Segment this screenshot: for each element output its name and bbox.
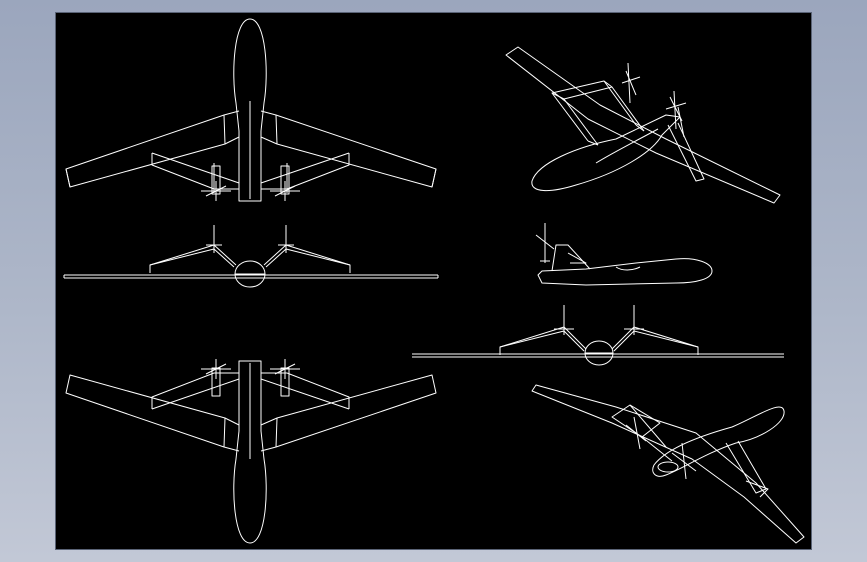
rear-propeller-right bbox=[624, 305, 644, 335]
bottom-view bbox=[66, 359, 436, 543]
rear-propeller-left bbox=[554, 305, 574, 335]
right-tail-boom-bottom bbox=[261, 373, 349, 409]
left-wing bbox=[66, 111, 239, 187]
side-nacelle bbox=[616, 267, 640, 270]
wing-span-line bbox=[64, 275, 438, 278]
iso2-fuselage bbox=[653, 407, 784, 476]
left-tail-boom-bottom bbox=[152, 373, 239, 409]
iso-tail-box bbox=[552, 81, 612, 99]
iso-wing bbox=[506, 47, 780, 203]
cad-drawing bbox=[56, 13, 811, 549]
right-wing-bottom bbox=[261, 375, 436, 451]
right-tail-boom bbox=[261, 153, 349, 189]
fuselage-outline bbox=[234, 19, 266, 201]
rear-wing-line bbox=[412, 354, 784, 357]
right-propeller bbox=[270, 181, 300, 201]
left-propeller-front bbox=[206, 225, 222, 253]
rear-right-gull bbox=[612, 327, 698, 355]
top-view bbox=[66, 19, 436, 201]
iso2-propeller-1 bbox=[626, 417, 646, 449]
right-propeller-front bbox=[278, 225, 294, 253]
side-view bbox=[536, 223, 712, 285]
isometric-view-lower bbox=[532, 385, 804, 543]
rear-view bbox=[412, 305, 784, 365]
cad-viewport[interactable] bbox=[56, 13, 811, 549]
iso2-propeller-2 bbox=[672, 443, 696, 479]
iso-propeller-2 bbox=[666, 91, 686, 129]
left-gull-wing bbox=[150, 245, 236, 273]
rear-left-gull bbox=[500, 327, 586, 355]
side-propeller bbox=[536, 223, 554, 263]
side-fuselage bbox=[538, 259, 712, 285]
iso-propeller-1 bbox=[622, 63, 640, 103]
front-view bbox=[64, 225, 438, 287]
isometric-view-upper bbox=[506, 47, 780, 203]
iso2-tail bbox=[726, 441, 766, 493]
left-wing-bottom bbox=[66, 375, 239, 451]
side-tail-fin bbox=[552, 245, 590, 271]
left-tail-boom bbox=[152, 153, 239, 189]
iso2-wing bbox=[532, 385, 804, 543]
fuselage-outline-bottom bbox=[234, 361, 266, 543]
right-propeller-bottom bbox=[270, 359, 300, 379]
iso-fuselage bbox=[532, 115, 680, 191]
left-propeller-bottom bbox=[201, 359, 231, 379]
right-gull-wing bbox=[264, 245, 350, 273]
left-propeller bbox=[201, 181, 231, 201]
